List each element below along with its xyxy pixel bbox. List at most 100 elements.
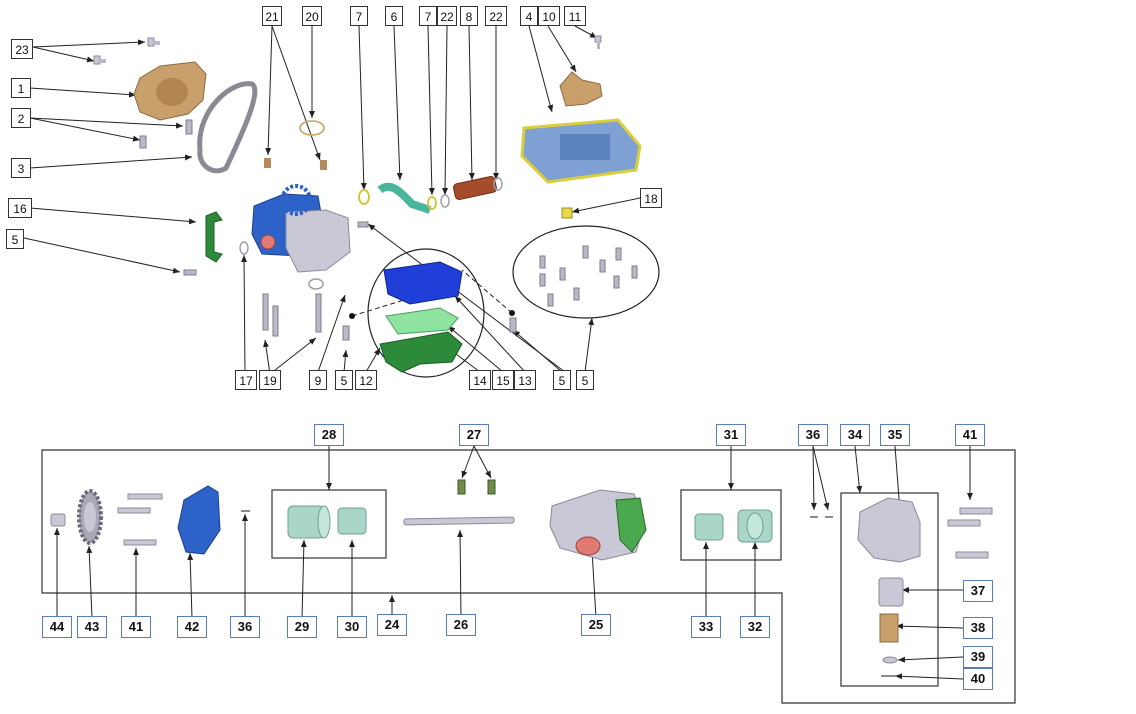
callout-label: 19 xyxy=(259,370,281,390)
callout-label: 13 xyxy=(514,370,536,390)
oil-pump-assembly xyxy=(251,184,351,273)
collar-44 xyxy=(50,513,66,527)
callout-label: 5 xyxy=(553,370,571,390)
callout-label: 1 xyxy=(11,78,31,98)
bracket-16 xyxy=(205,211,223,263)
callout-label: 35 xyxy=(880,424,910,446)
callout-label: 5 xyxy=(335,370,353,390)
callout-label: 27 xyxy=(459,424,489,446)
bolt-set-ellipse xyxy=(539,245,638,307)
bushings-29-30 xyxy=(287,505,367,539)
callout-label: 12 xyxy=(355,370,377,390)
bolts-callout-ellipse xyxy=(512,225,660,319)
bolts-2 xyxy=(139,119,193,149)
pump-housing-42 xyxy=(177,485,221,555)
callout-label: 17 xyxy=(235,370,257,390)
bolts-41 xyxy=(117,493,993,559)
callout-label: 5 xyxy=(6,229,24,249)
callout-label: 20 xyxy=(302,6,322,26)
spring-38 xyxy=(879,613,899,643)
callout-label: 22 xyxy=(437,6,457,26)
callout-label: 24 xyxy=(377,614,407,636)
callout-label: 26 xyxy=(446,614,476,636)
o-ring-20 xyxy=(299,120,325,136)
callout-label: 21 xyxy=(262,6,282,26)
drive-gear-43 xyxy=(77,489,103,545)
cover-recess xyxy=(560,134,610,160)
bushings-33-32 xyxy=(694,509,773,543)
plug-18 xyxy=(561,207,573,219)
callout-label: 36 xyxy=(230,616,260,638)
washer-39 xyxy=(882,656,898,664)
callout-label: 36 xyxy=(798,424,828,446)
ring-22 xyxy=(440,194,450,208)
bolts-5 xyxy=(183,221,517,341)
sensor-10 xyxy=(559,71,603,107)
callout-label: 39 xyxy=(963,646,993,668)
pipe-8 xyxy=(453,176,497,200)
ring-17 xyxy=(239,241,249,255)
assembly-24-frame xyxy=(41,449,1016,704)
callout-label: 31 xyxy=(716,424,746,446)
bolt-23 xyxy=(93,35,602,65)
ring-22 xyxy=(493,177,503,191)
callout-label: 44 xyxy=(42,616,72,638)
callout-label: 11 xyxy=(564,6,586,26)
ring-9 xyxy=(308,278,324,290)
oil-hose xyxy=(377,182,432,214)
filter-gasket xyxy=(379,331,463,373)
callout-label: 41 xyxy=(121,616,151,638)
callout-label: 6 xyxy=(385,6,403,26)
callout-label: 42 xyxy=(177,616,207,638)
pin-21 xyxy=(320,160,327,170)
pump-body-25 xyxy=(549,489,647,561)
callout-label: 33 xyxy=(691,616,721,638)
callout-label: 5 xyxy=(576,370,594,390)
callout-label: 37 xyxy=(963,580,993,602)
cover-boss xyxy=(156,78,188,106)
pin-27 xyxy=(487,479,496,495)
callout-label: 10 xyxy=(538,6,560,26)
bolts-19 xyxy=(262,293,322,337)
pin-21 xyxy=(264,158,271,168)
assembly-dot xyxy=(349,313,355,319)
callout-label: 8 xyxy=(460,6,478,26)
callout-label: 22 xyxy=(485,6,507,26)
callout-label: 34 xyxy=(840,424,870,446)
callout-label: 2 xyxy=(11,108,31,128)
callout-label: 41 xyxy=(955,424,985,446)
callout-label: 18 xyxy=(640,188,662,208)
filter-element-green xyxy=(385,307,459,335)
callout-label: 14 xyxy=(469,370,491,390)
piston-37 xyxy=(878,577,904,607)
callout-label: 30 xyxy=(337,616,367,638)
assembly-dot xyxy=(509,310,515,316)
drive-chain xyxy=(197,81,258,174)
ring-7 xyxy=(358,189,370,205)
callout-label: 32 xyxy=(740,616,770,638)
ring-7 xyxy=(427,196,437,210)
callout-label: 9 xyxy=(309,370,327,390)
assembly-lines xyxy=(351,269,513,317)
callout-label: 7 xyxy=(419,6,437,26)
callout-label: 40 xyxy=(963,668,993,690)
filter-callout-ellipse xyxy=(367,248,485,378)
leader-lines-top xyxy=(23,25,641,375)
callout-label: 29 xyxy=(287,616,317,638)
callout-label: 16 xyxy=(8,198,32,218)
callout-label: 23 xyxy=(11,39,33,59)
pin-27 xyxy=(457,479,466,495)
callout-label: 15 xyxy=(492,370,514,390)
callout-label: 7 xyxy=(350,6,368,26)
callout-label: 25 xyxy=(581,614,611,636)
callout-label: 4 xyxy=(520,6,538,26)
valve-housing-35 xyxy=(857,497,921,563)
callout-label: 43 xyxy=(77,616,107,638)
callout-label: 38 xyxy=(963,617,993,639)
filter-housing-blue xyxy=(383,261,463,305)
leader-lines-bottom xyxy=(54,445,973,680)
callout-label: 3 xyxy=(11,158,31,178)
callout-label: 28 xyxy=(314,424,344,446)
